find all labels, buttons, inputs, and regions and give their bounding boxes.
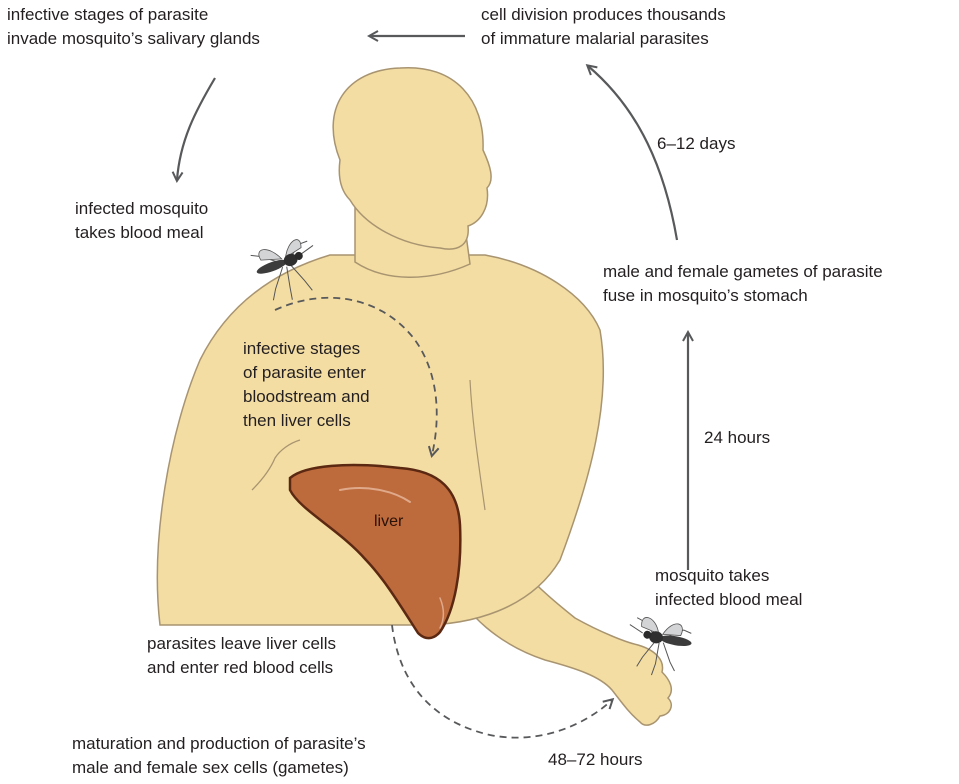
- label-leave-line1: parasites leave liver cells: [147, 632, 336, 656]
- label-bite-line1: infected mosquito: [75, 197, 208, 221]
- label-maturation-line2: male and female sex cells (gametes): [72, 756, 349, 780]
- label-gametes-line2: fuse in mosquito’s stomach: [603, 284, 808, 308]
- label-maturation-line1: maturation and production of parasite’s: [72, 732, 366, 756]
- label-bloodstream-line3: bloodstream and: [243, 385, 370, 409]
- label-bloodstream-line2: of parasite enter: [243, 361, 366, 385]
- label-liver: liver: [374, 510, 403, 534]
- label-leave-line2: and enter red blood cells: [147, 656, 333, 680]
- label-division-line1: cell division produces thousands: [481, 3, 726, 27]
- label-meal-line2: infected blood meal: [655, 588, 802, 612]
- arrow-salivary-to-bite: [177, 78, 215, 180]
- label-interval-48-72-hours: 48–72 hours: [548, 748, 643, 772]
- label-meal-line1: mosquito takes: [655, 564, 769, 588]
- label-bite-line2: takes blood meal: [75, 221, 204, 245]
- label-bloodstream-line4: then liver cells: [243, 409, 351, 433]
- label-gametes-line1: male and female gametes of parasite: [603, 260, 883, 284]
- label-division-line2: of immature malarial parasites: [481, 27, 709, 51]
- label-interval-6-12-days: 6–12 days: [657, 132, 735, 156]
- label-salivary-line1: infective stages of parasite: [7, 3, 208, 27]
- label-bloodstream-line1: infective stages: [243, 337, 360, 361]
- label-salivary-line2: invade mosquito’s salivary glands: [7, 27, 260, 51]
- label-interval-24-hours: 24 hours: [704, 426, 770, 450]
